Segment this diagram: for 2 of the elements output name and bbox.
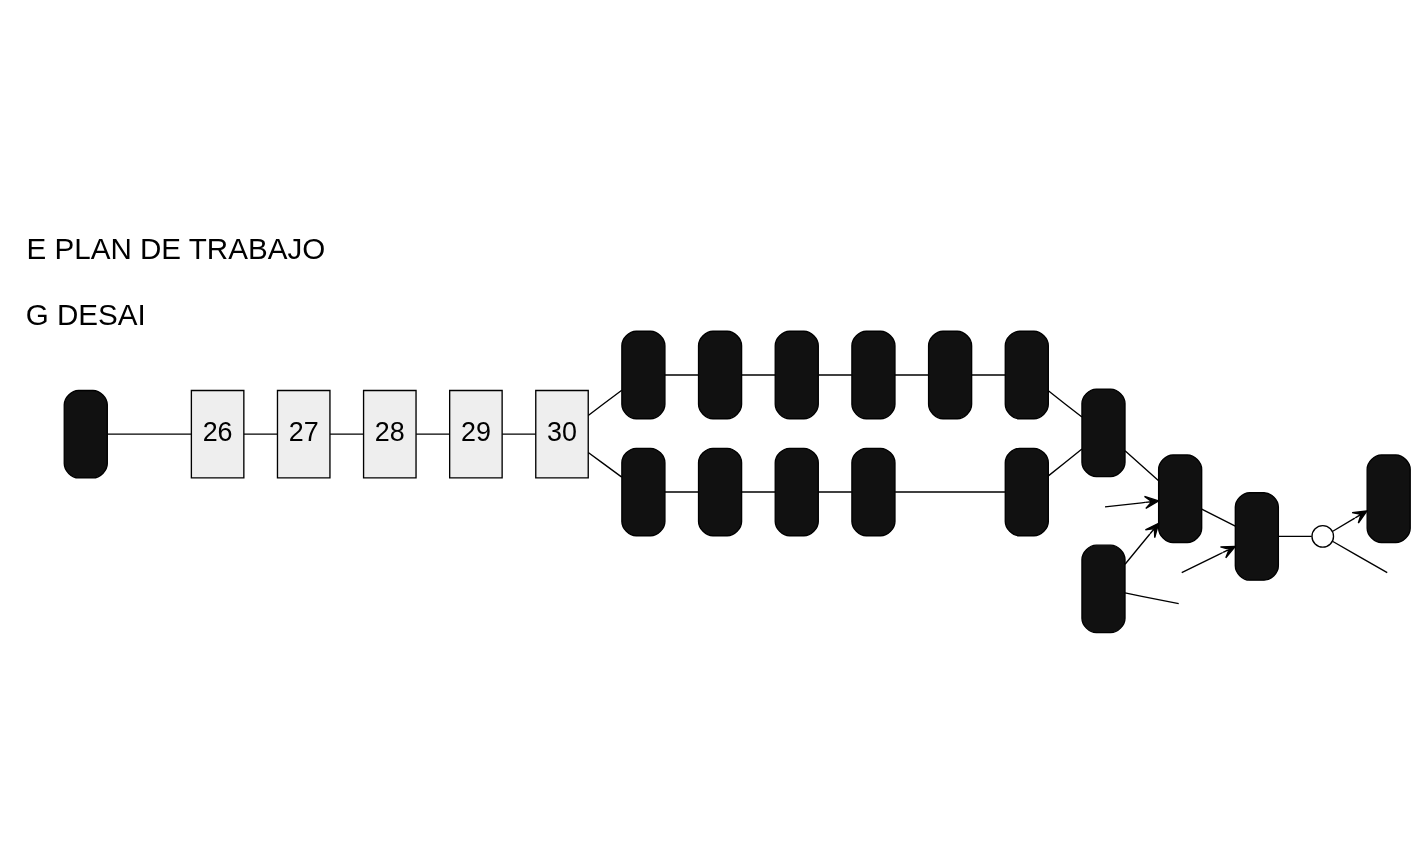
diagram-title: E PLAN DE TRABAJO [26,231,326,265]
label: G DESAI [25,297,146,331]
